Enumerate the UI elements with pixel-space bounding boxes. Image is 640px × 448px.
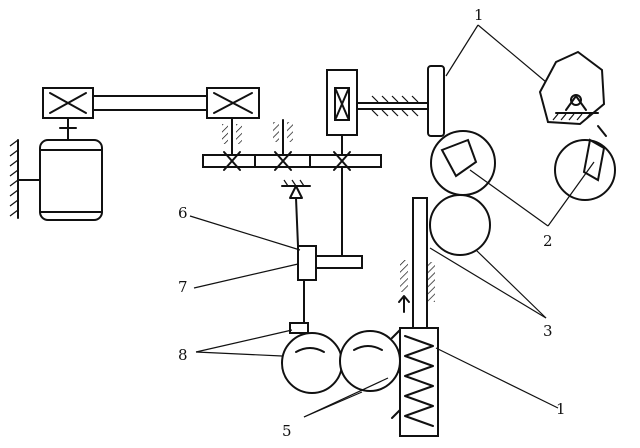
- label-6: 6: [178, 204, 188, 222]
- upper-gearbox: [326, 65, 445, 137]
- label-5: 5: [282, 422, 292, 440]
- lower-lever: [281, 179, 363, 334]
- label-3: 3: [543, 322, 553, 340]
- label-2: 2: [543, 232, 553, 250]
- gear-train: [202, 151, 382, 171]
- label-1-top: 1: [474, 6, 484, 24]
- belt-drive: [42, 87, 260, 119]
- label-7: 7: [178, 278, 188, 296]
- motor: [9, 117, 103, 221]
- cam-mechanism: [538, 50, 607, 137]
- label-1-bottom: 1: [556, 400, 566, 418]
- lower-rollers: [281, 330, 401, 394]
- label-8: 8: [178, 346, 188, 364]
- upper-rollers: [429, 130, 616, 256]
- leader-lines: [189, 24, 595, 418]
- vertical-shafts: [222, 117, 343, 263]
- feed-column: [391, 197, 439, 437]
